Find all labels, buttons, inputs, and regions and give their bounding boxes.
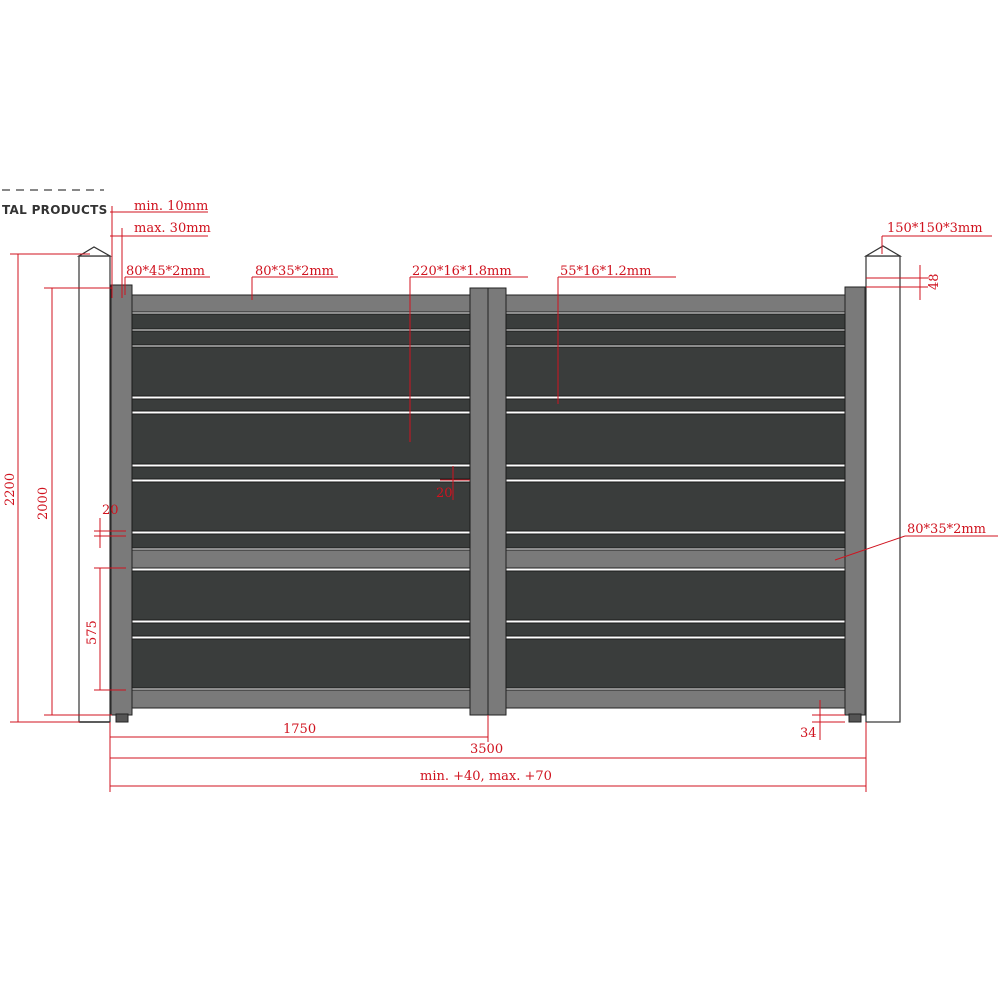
label-post-cap-offset: 48 (927, 273, 942, 290)
bottom-rail-right (505, 689, 846, 709)
gate-slats (131, 313, 846, 689)
label-total-width: min. +40, max. +70 (420, 769, 552, 784)
slat (131, 413, 471, 465)
brand-logo-text: TAL PRODUCTS (2, 203, 108, 217)
right-hinge-foot (848, 713, 862, 723)
slat (131, 346, 471, 397)
slat (505, 638, 846, 689)
label-gate-height: 2000 (36, 487, 51, 520)
label-gate-width: 3500 (470, 742, 503, 757)
label-center-profile: 220*16*1.8mm (412, 264, 512, 279)
left-post (76, 246, 113, 723)
gate-frame (110, 284, 866, 723)
label-min-gap: min. 10mm (134, 199, 208, 214)
slat (505, 346, 846, 397)
right-hinge-stile (844, 286, 866, 716)
slat (505, 398, 846, 412)
label-post-height: 2200 (3, 473, 18, 506)
slat (131, 481, 471, 532)
left-hinge-stile (110, 284, 133, 716)
slat (131, 330, 471, 346)
bottom-rail-left (131, 689, 471, 709)
label-top-rail-profile: 80*35*2mm (255, 264, 334, 279)
slat (505, 413, 846, 465)
slat (505, 570, 846, 621)
mid-rail-right (505, 549, 846, 569)
slat (131, 398, 471, 412)
label-slat-gap: 20 (102, 503, 119, 518)
label-lower-section: 575 (85, 620, 100, 645)
slat (505, 622, 846, 637)
label-hinge-profile: 80*45*2mm (126, 264, 205, 279)
dimension-labels: min. 10mm max. 30mm 150*150*3mm 48 80*45… (3, 199, 986, 784)
label-mid-rail-profile: 80*35*2mm (907, 522, 986, 537)
label-half-width: 1750 (283, 722, 316, 737)
slat (505, 330, 846, 346)
slat (505, 466, 846, 480)
left-hinge-foot (115, 713, 129, 723)
top-rail-left (131, 294, 471, 313)
center-stile-right (487, 287, 507, 716)
slat (131, 638, 471, 689)
dimension-lines (10, 206, 998, 792)
top-rail-right (505, 294, 846, 313)
slat (131, 622, 471, 637)
slat (131, 533, 471, 549)
slat (131, 313, 471, 330)
slat (505, 313, 846, 330)
slat (505, 533, 846, 549)
label-center-gap: 20 (436, 486, 453, 501)
slat (131, 570, 471, 621)
slat (131, 466, 471, 480)
label-post-profile: 150*150*3mm (887, 221, 983, 236)
label-max-gap: max. 30mm (134, 221, 211, 236)
label-slat-profile: 55*16*1.2mm (560, 264, 651, 279)
right-post (863, 245, 903, 723)
label-ground-clearance: 34 (800, 726, 817, 741)
mid-rail-left (131, 549, 471, 569)
center-stile-left (469, 287, 489, 716)
slat (505, 481, 846, 532)
